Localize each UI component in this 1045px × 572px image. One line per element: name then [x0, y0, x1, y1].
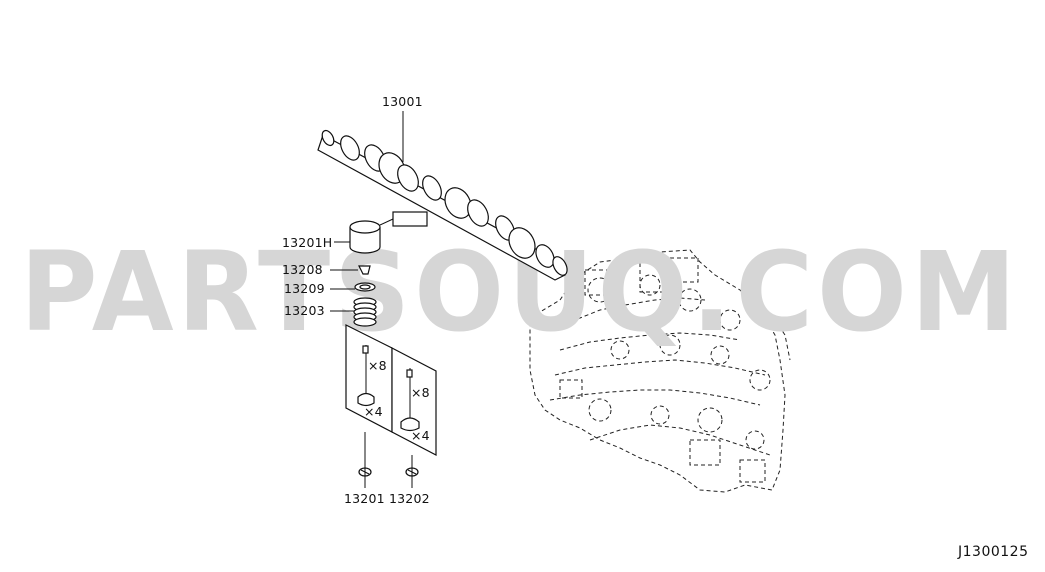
valve-lifter-illustration	[349, 220, 381, 254]
diagram-reference-code: J1300125	[957, 544, 1028, 560]
callout-13202: 13202	[389, 491, 430, 506]
callout-13208: 13208	[282, 262, 323, 277]
qty-intake-valve: ×4	[364, 404, 383, 419]
engine-block-illustration	[529, 249, 791, 493]
callout-13209: 13209	[284, 281, 325, 296]
callout-13001: 13001	[382, 94, 423, 109]
qty-intake-collet: ×8	[368, 358, 387, 373]
qty-exhaust-collet: ×8	[411, 385, 430, 400]
note-box	[392, 211, 428, 227]
qty-exhaust-valve: ×4	[411, 428, 430, 443]
camshaft-illustration	[317, 129, 568, 281]
leader-lines	[330, 111, 413, 488]
exhaust-valve-panel	[391, 347, 437, 456]
callout-13201h: 13201H	[282, 235, 332, 250]
callout-13201: 13201	[344, 491, 385, 506]
valve-spring-retainer-illustration	[354, 282, 376, 292]
callout-13203: 13203	[284, 303, 325, 318]
valve-collet-illustration	[358, 265, 371, 275]
valve-spring-illustration	[353, 297, 377, 327]
